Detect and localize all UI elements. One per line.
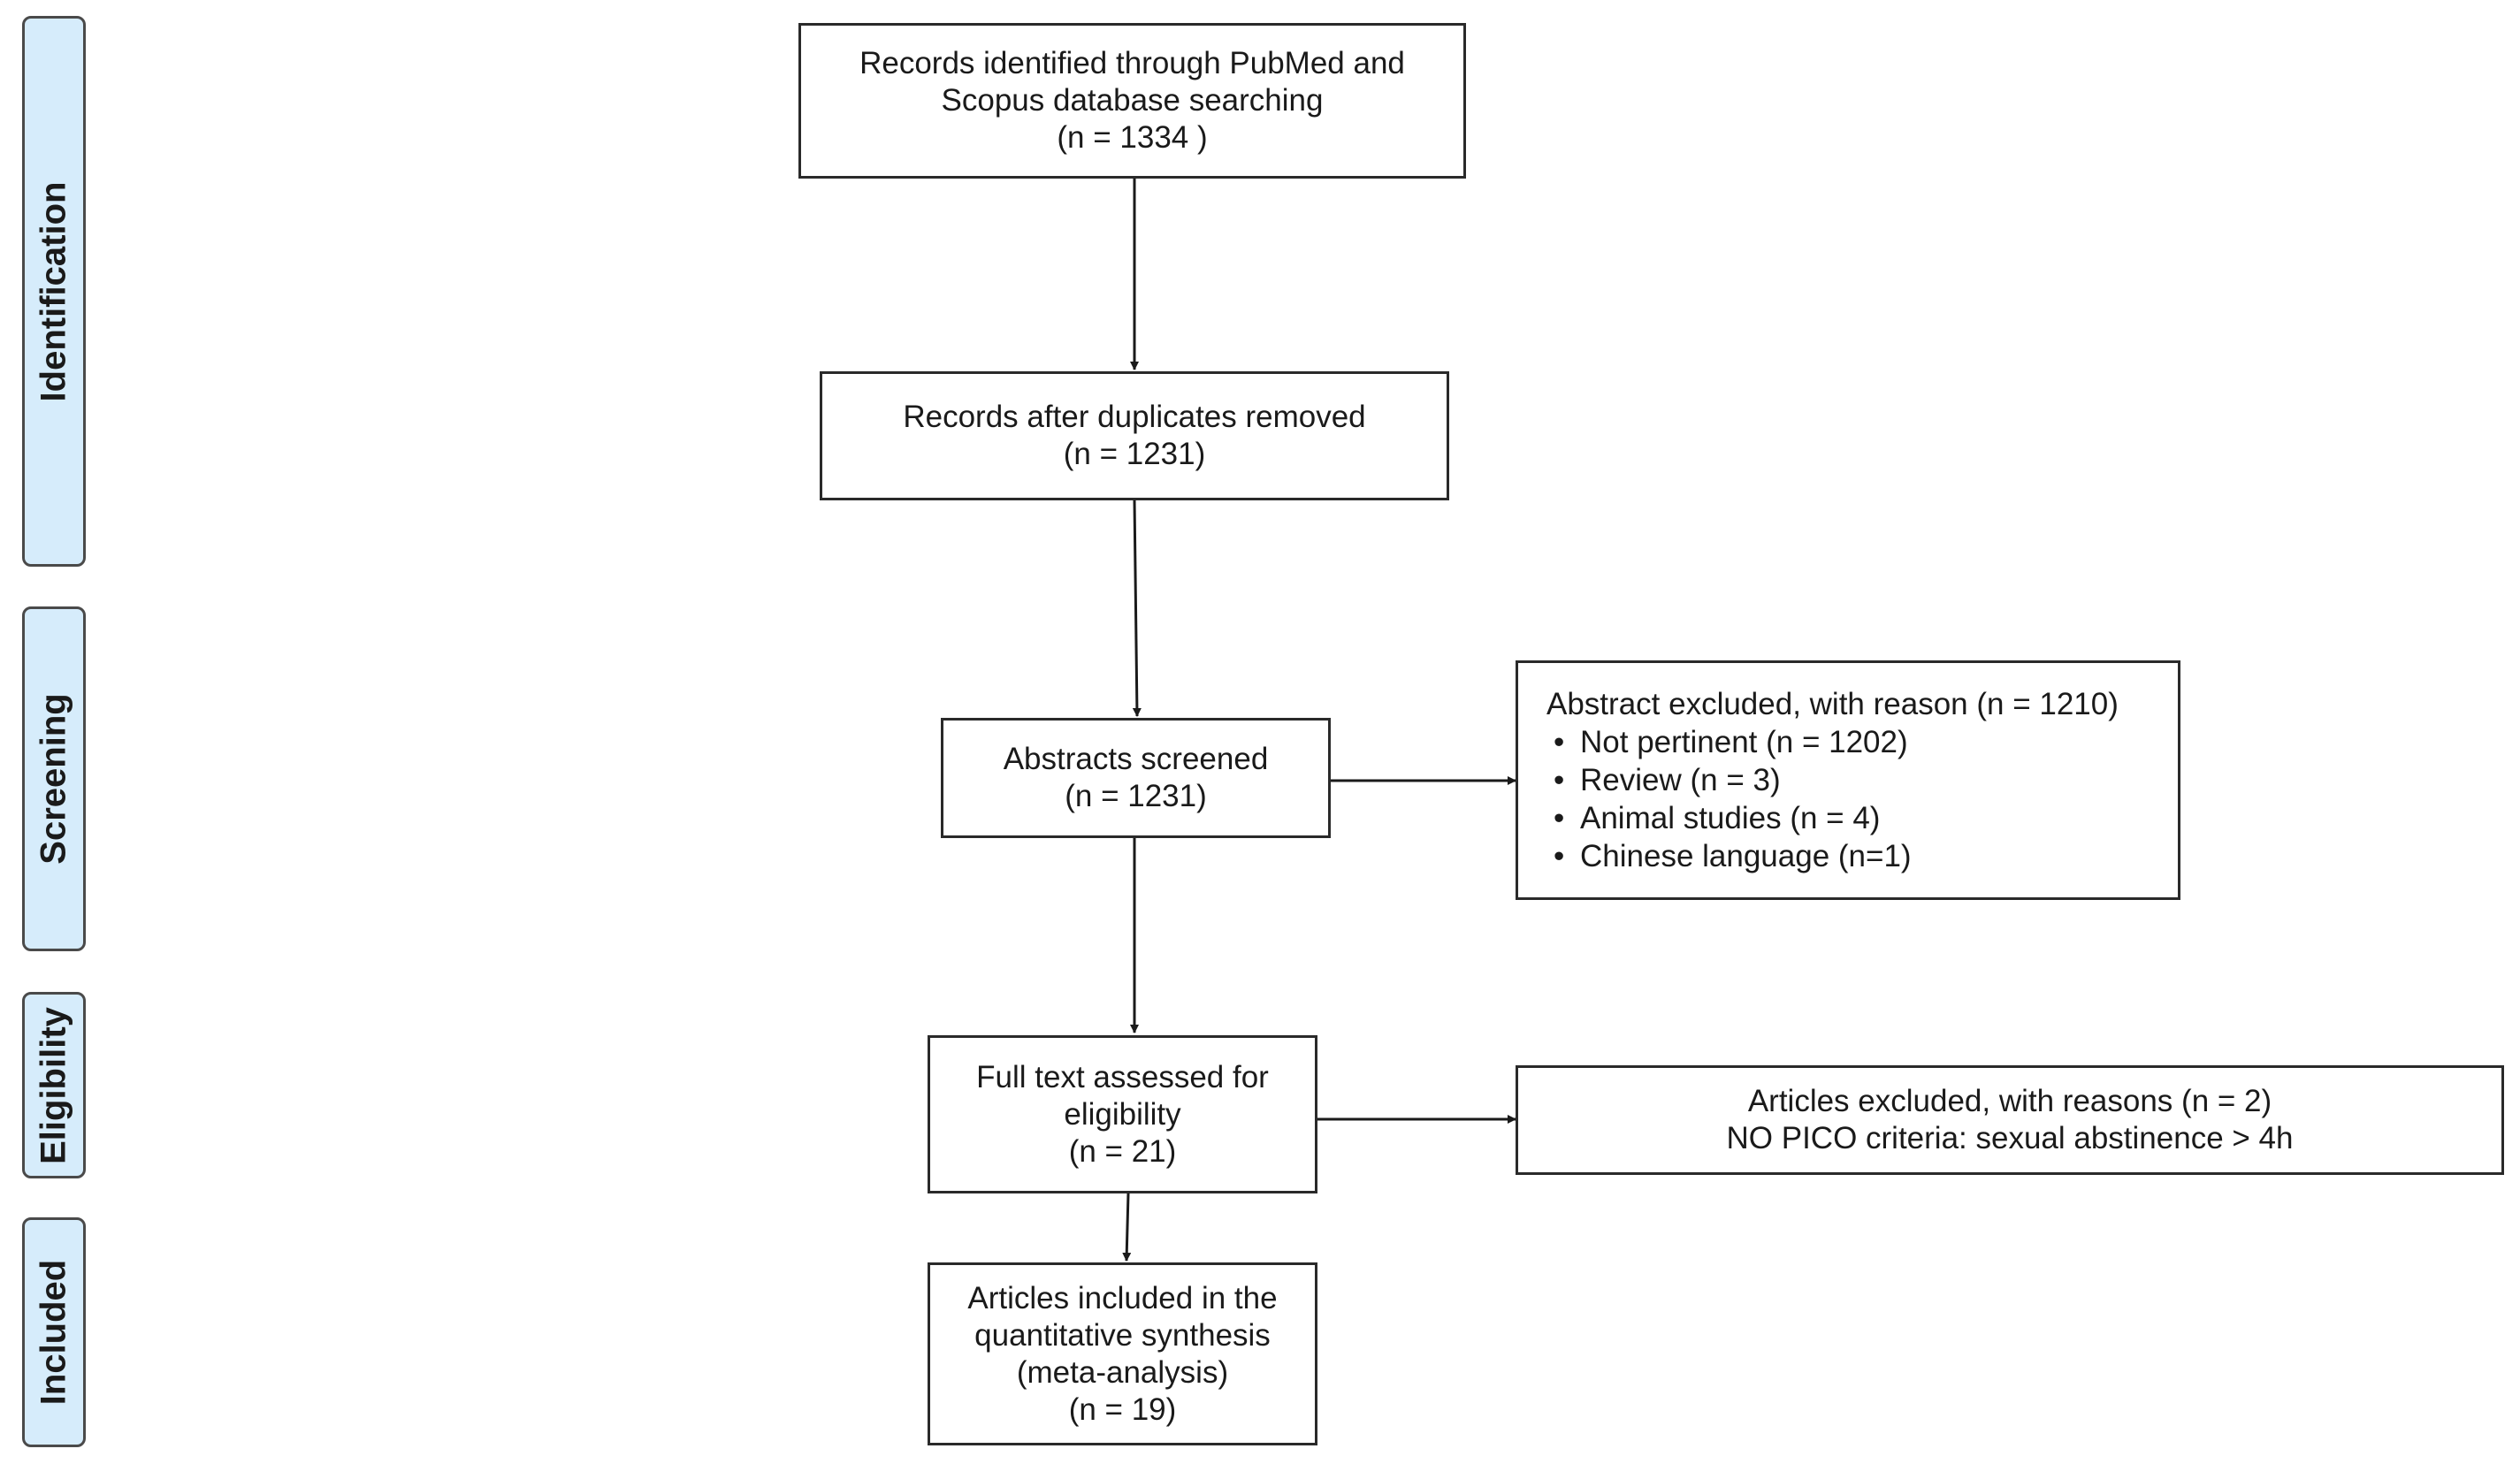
full-text-line-2: eligibility [1064, 1096, 1181, 1132]
abstract-excluded-title: Abstract excluded, with reason (n = 1210… [1546, 686, 2119, 721]
articles-included-count: (n = 19) [1068, 1392, 1177, 1427]
abstract-excluded-reasons: Not pertinent (n = 1202) Review (n = 3) … [1552, 723, 1912, 875]
abstract-excluded-box: Abstract excluded, with reason (n = 1210… [1516, 660, 2180, 900]
articles-excluded-line-1: Articles excluded, with reasons (n = 2) [1747, 1084, 2272, 1118]
full-text-assessed-box: Full text assessed for eligibility (n = … [928, 1035, 1317, 1193]
articles-included-line-3: (meta-analysis) [1016, 1354, 1229, 1390]
list-item: Chinese language (n=1) [1554, 837, 1912, 875]
abstracts-screened-box: Abstracts screened (n = 1231) [941, 718, 1331, 838]
arrow-duplicates-to-abstracts [1132, 499, 1142, 717]
phase-screening: Screening [22, 606, 86, 951]
arrow-fulltext-to-included [1122, 1193, 1132, 1262]
duplicates-removed-count: (n = 1231) [1063, 437, 1206, 471]
list-item: Not pertinent (n = 1202) [1554, 723, 1912, 761]
records-identified-line-2: Scopus database searching [941, 83, 1324, 118]
phase-included: Included [22, 1217, 86, 1447]
full-text-count: (n = 21) [1068, 1133, 1177, 1169]
duplicates-removed-line-1: Records after duplicates removed [903, 400, 1366, 434]
list-item: Animal studies (n = 4) [1554, 799, 1912, 837]
list-item: Review (n = 3) [1554, 761, 1912, 799]
phase-eligibility: Eligibility [22, 992, 86, 1178]
articles-excluded-line-2: NO PICO criteria: sexual abstinence > 4h [1726, 1121, 2294, 1155]
duplicates-removed-box: Records after duplicates removed (n = 12… [820, 371, 1449, 500]
articles-included-box: Articles included in the quantitative sy… [928, 1262, 1317, 1445]
articles-excluded-box: Articles excluded, with reasons (n = 2) … [1516, 1065, 2504, 1175]
full-text-line-1: Full text assessed for [976, 1059, 1269, 1094]
records-identified-box: Records identified through PubMed and Sc… [798, 23, 1466, 179]
records-identified-count: (n = 1334 ) [1057, 120, 1208, 155]
phase-identification: Identification [22, 16, 86, 567]
abstracts-screened-line-1: Abstracts screened [1003, 742, 1269, 776]
articles-included-line-2: quantitative synthesis [974, 1317, 1271, 1353]
articles-included-line-1: Articles included in the [967, 1280, 1278, 1315]
records-identified-line-1: Records identified through PubMed and [859, 46, 1405, 80]
abstracts-screened-count: (n = 1231) [1065, 779, 1207, 813]
